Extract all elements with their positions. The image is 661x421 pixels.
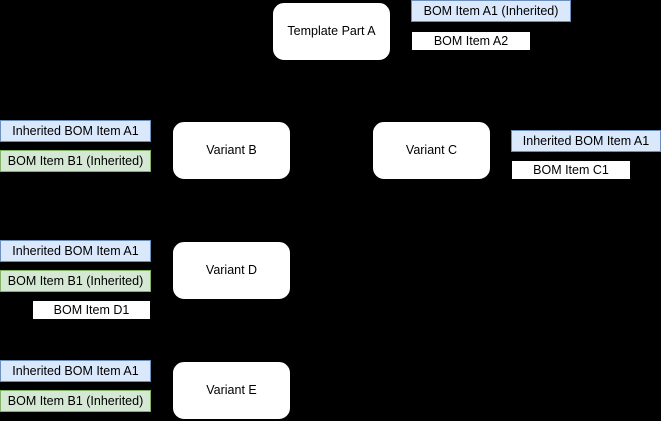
node-label-variant-d: Variant D [205, 263, 258, 278]
variant-d-inherited-bom-item-a1[interactable]: Inherited BOM Item A1 [0, 240, 151, 262]
bom-item-label: BOM Item B1 (Inherited) [7, 393, 144, 408]
node-label-variant-c: Variant C [405, 143, 458, 158]
variant-d-bom-item-d1[interactable]: BOM Item D1 [32, 300, 151, 320]
bom-item-label: Inherited BOM Item A1 [12, 243, 139, 258]
variant-d-bom-item-b1-inherited[interactable]: BOM Item B1 (Inherited) [0, 270, 151, 292]
bom-item-label: BOM Item A2 [433, 33, 509, 48]
bom-item-label: BOM Item B1 (Inherited) [7, 273, 144, 288]
bom-item-label: Inherited BOM Item A1 [522, 133, 650, 148]
bom-item-a2[interactable]: BOM Item A2 [411, 31, 531, 51]
variant-c-bom-item-c1[interactable]: BOM Item C1 [511, 160, 631, 180]
bom-item-label: Inherited BOM Item A1 [12, 123, 139, 138]
variant-b-bom-item-b1-inherited[interactable]: BOM Item B1 (Inherited) [0, 150, 151, 172]
bom-item-label: BOM Item C1 [533, 162, 609, 177]
bom-item-label: BOM Item D1 [53, 302, 130, 317]
node-template-part-a[interactable]: Template Part A [272, 2, 391, 61]
node-label-variant-b: Variant B [206, 143, 257, 158]
node-variant-e[interactable]: Variant E [172, 361, 291, 420]
node-label-variant-e: Variant E [206, 383, 257, 398]
bom-item-a1-inherited[interactable]: BOM Item A1 (Inherited) [411, 0, 571, 22]
node-variant-c[interactable]: Variant C [372, 121, 491, 180]
variant-c-inherited-bom-item-a1[interactable]: Inherited BOM Item A1 [511, 130, 661, 152]
bom-item-label: Inherited BOM Item A1 [12, 363, 139, 378]
variant-b-inherited-bom-item-a1[interactable]: Inherited BOM Item A1 [0, 120, 151, 142]
node-variant-b[interactable]: Variant B [172, 121, 291, 180]
bom-item-label: BOM Item B1 (Inherited) [7, 153, 144, 168]
variant-e-inherited-bom-item-a1[interactable]: Inherited BOM Item A1 [0, 360, 151, 382]
node-label-template-part-a: Template Part A [287, 24, 376, 39]
variant-e-bom-item-b1-inherited[interactable]: BOM Item B1 (Inherited) [0, 390, 151, 412]
node-variant-d[interactable]: Variant D [172, 241, 291, 300]
bom-item-label: BOM Item A1 (Inherited) [423, 3, 559, 18]
